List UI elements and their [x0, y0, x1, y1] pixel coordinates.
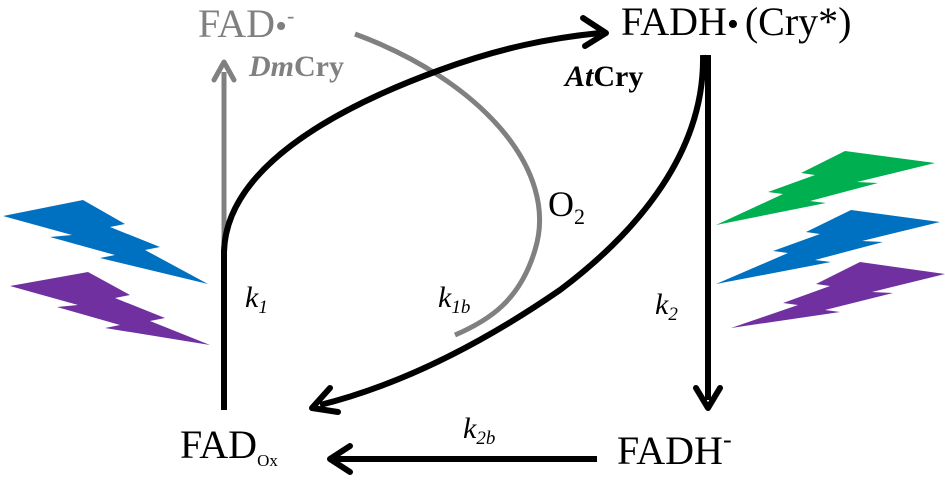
oxygen-o: O: [548, 184, 574, 224]
fad-radical-anion-label: FAD•-: [198, 4, 294, 44]
blue-light-bolt-left: [3, 200, 208, 284]
k1-arrow-head: [580, 15, 609, 49]
purple-light-bolt-left: [10, 272, 210, 345]
fad-ox-label: FADOx: [180, 422, 278, 470]
k1b-label: k1b: [438, 281, 471, 318]
k1-curve-arrow: [221, 30, 601, 253]
fadh-main: FADH: [617, 428, 723, 473]
k2-label: k2: [655, 288, 678, 325]
k2-arrow-head: [693, 385, 723, 411]
dmcry-arrow-head: [211, 59, 237, 83]
k-subscript: 2b: [476, 428, 496, 449]
charge-minus: -: [286, 3, 295, 28]
purple-light-bolt-right: [731, 262, 945, 328]
ox-subscript: Ox: [257, 451, 278, 470]
k2b-label: k2b: [463, 412, 496, 449]
oxygen-subscript: 2: [574, 204, 585, 229]
fad-main: FAD: [198, 1, 276, 46]
k1-label: k1: [245, 281, 268, 318]
o2-curve-arrow-head: [309, 385, 341, 415]
at-italic: At: [565, 60, 594, 93]
cry-star: (Cry*): [744, 0, 852, 44]
green-light-bolt-right: [716, 151, 935, 225]
fadh-anion-label: FADH-: [617, 427, 732, 471]
charge-minus: -: [722, 425, 732, 454]
cry-text: Cry: [294, 50, 344, 83]
k-subscript: 1: [258, 297, 268, 318]
k-symbol: k: [655, 288, 669, 321]
k-symbol: k: [245, 281, 259, 314]
fadh-radical-label: FADH•(Cry*): [621, 2, 851, 42]
radical-dot: •: [726, 6, 739, 43]
dmcry-label: DmCry: [249, 52, 344, 82]
k-subscript: 1b: [451, 297, 471, 318]
o2-reoxidation-curve: [319, 54, 707, 408]
k-symbol: k: [463, 412, 477, 445]
k-symbol: k: [438, 281, 452, 314]
k-subscript: 2: [668, 304, 678, 325]
atcry-label: AtCry: [565, 62, 643, 92]
oxygen-label: O2: [548, 186, 585, 228]
blue-light-bolt-right: [716, 210, 940, 284]
fad-main: FAD: [180, 422, 258, 467]
dm-italic: Dm: [249, 50, 294, 83]
cry-text: Cry: [593, 60, 644, 93]
radical-dot: •: [275, 8, 287, 45]
fadh-main: FADH: [621, 0, 727, 44]
fad-radical-reoxidation-curve: [354, 31, 542, 338]
k2b-arrow-head: [327, 443, 353, 475]
